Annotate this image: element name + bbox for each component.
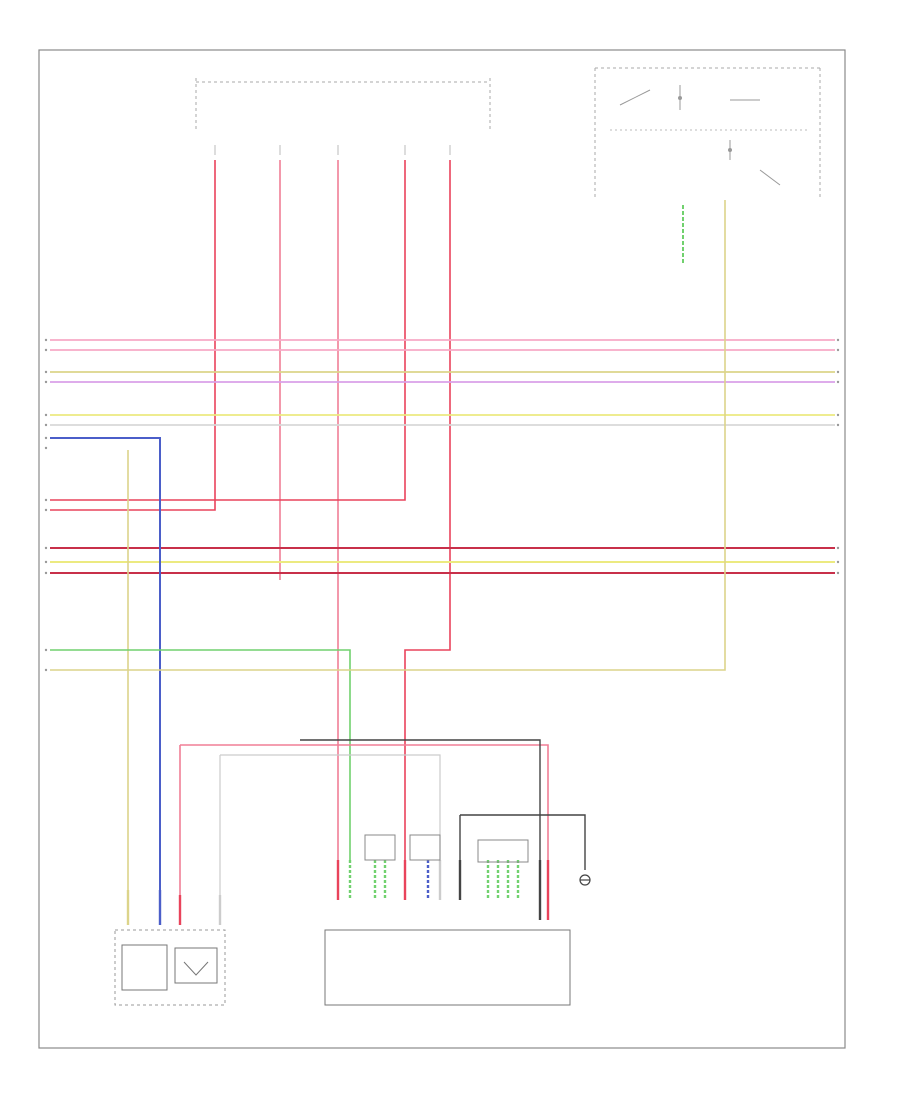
fuel-pump-control-module bbox=[324, 929, 571, 1006]
diagram-frame bbox=[38, 49, 846, 1049]
fuel-level-sender bbox=[121, 944, 168, 991]
wire-tan-cluster bbox=[50, 200, 726, 671]
ground-symbol bbox=[579, 874, 591, 886]
fuse-block bbox=[195, 78, 491, 155]
wire-w8 bbox=[50, 160, 216, 511]
pump-connector-pins bbox=[126, 890, 222, 925]
harness-wires bbox=[179, 739, 586, 920]
wire-w11 bbox=[50, 160, 406, 501]
fuel-pump bbox=[174, 947, 218, 984]
instrument-cluster bbox=[594, 67, 821, 200]
right-terminals bbox=[836, 338, 840, 575]
left-terminals bbox=[44, 338, 48, 672]
wire-green bbox=[50, 649, 351, 860]
wire-w7 bbox=[50, 437, 161, 920]
fuel-pump-assembly bbox=[114, 929, 226, 1006]
bus-wires bbox=[50, 339, 835, 574]
connector-pins bbox=[336, 860, 550, 920]
module-brackets bbox=[364, 834, 529, 863]
